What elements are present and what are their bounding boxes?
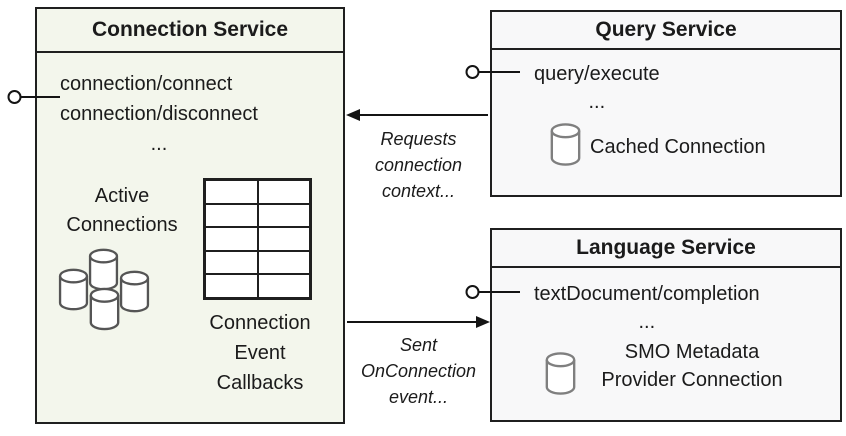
method-connection-connect: connection/connect: [60, 73, 233, 95]
language-service-box: Language Service textDocument/completion…: [490, 228, 842, 422]
callback-table-cell: [205, 250, 258, 275]
query-service-title: Query Service: [492, 12, 840, 50]
connection-methods: connection/connect connection/disconnect…: [60, 69, 258, 159]
active-connections-label: Active Connections: [66, 185, 178, 236]
language-methods: textDocument/completion ...: [534, 280, 760, 336]
language-service-title: Language Service: [492, 230, 840, 268]
method-textdocument-completion: textDocument/completion: [534, 283, 760, 305]
callback-table-cell: [257, 203, 310, 228]
connection-service-title: Connection Service: [37, 9, 343, 53]
query-service-box: Query Service query/execute ... Cached C…: [490, 10, 842, 197]
requests-connection-context-label: Requests connection context...: [374, 129, 463, 201]
callback-table-cell: [257, 180, 310, 204]
connection-event-callbacks-label: Connection Event Callbacks: [209, 312, 311, 394]
callback-table-cell: [257, 274, 310, 298]
query-methods: query/execute ...: [534, 60, 660, 116]
method-query-execute: query/execute: [534, 63, 660, 85]
method-connection-disconnect: connection/disconnect: [60, 103, 258, 125]
callback-table-cell: [257, 250, 310, 275]
sent-onconnection-event-label: Sent OnConnection event...: [360, 335, 477, 407]
sent-onconnection-arrow: [347, 316, 490, 328]
callback-table-cell: [205, 180, 258, 204]
callback-table-cell: [205, 227, 258, 251]
methods-ellipsis: ...: [638, 311, 656, 333]
requests-connection-arrow: [346, 109, 488, 121]
callback-table-cell: [205, 203, 258, 228]
callback-table: [203, 178, 312, 300]
connection-service-box: Connection Service connection/connect co…: [35, 7, 345, 424]
methods-ellipsis: ...: [588, 91, 606, 113]
callback-table-cell: [205, 274, 258, 298]
smo-metadata-provider-connection-label: SMO Metadata Provider Connection: [601, 341, 783, 391]
cached-connection-label: Cached Connection: [590, 136, 766, 158]
methods-ellipsis: ...: [150, 133, 168, 155]
callback-table-cell: [257, 227, 310, 251]
